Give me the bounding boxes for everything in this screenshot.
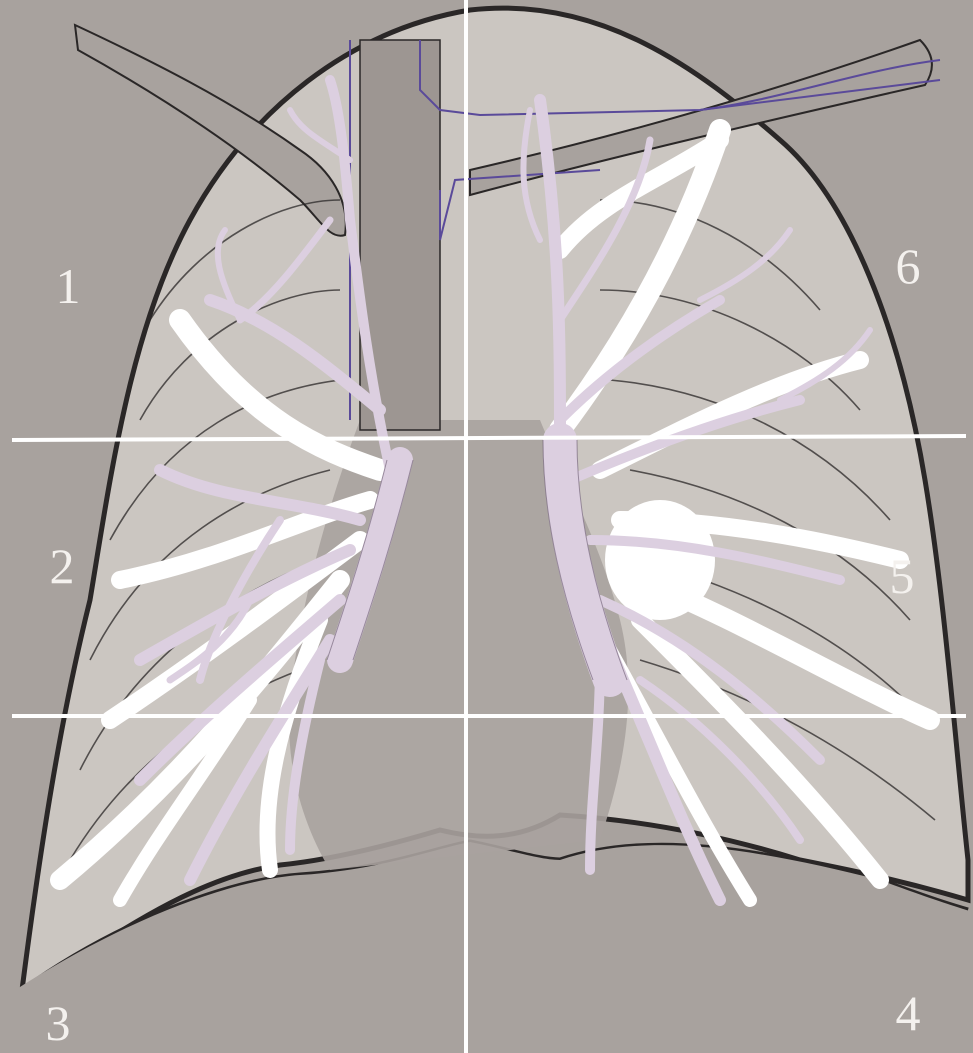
zone-label-1: 1	[56, 258, 81, 314]
zone-label-6: 6	[896, 238, 921, 294]
zone-label-3: 3	[46, 995, 71, 1051]
zone-label-2: 2	[50, 538, 75, 594]
zone-label-4: 4	[896, 985, 921, 1041]
zone-label-5: 5	[890, 548, 915, 604]
right-hilar-space	[605, 500, 715, 620]
